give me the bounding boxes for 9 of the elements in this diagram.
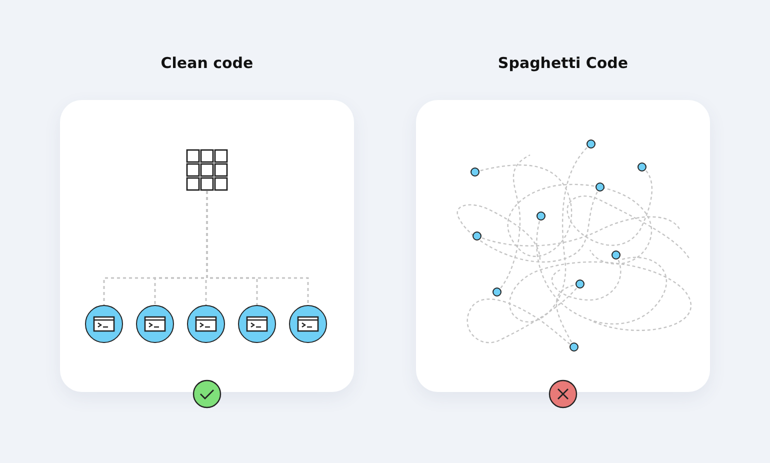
terminal-circle bbox=[85, 305, 123, 343]
grid-icon bbox=[186, 149, 228, 191]
panel-heading: Spaghetti Code bbox=[498, 54, 628, 72]
panel-heading: Clean code bbox=[160, 54, 254, 72]
terminal-circle bbox=[289, 305, 327, 343]
terminal-circle bbox=[187, 305, 225, 343]
terminal-circle bbox=[136, 305, 174, 343]
connector-line bbox=[206, 191, 309, 305]
terminal-circle bbox=[238, 305, 276, 343]
